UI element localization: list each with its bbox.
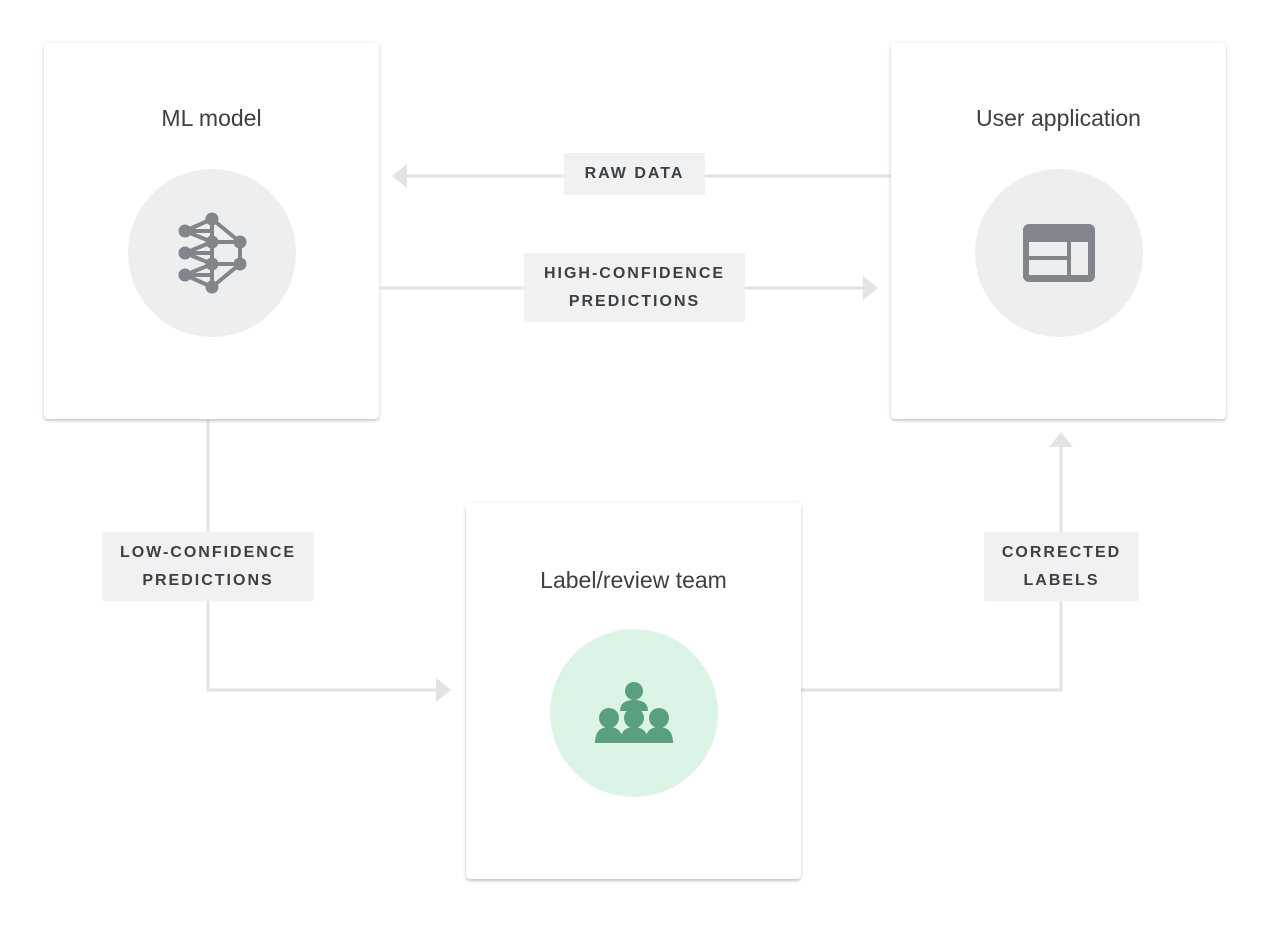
user-application-title: User application (976, 105, 1141, 131)
user-application-card: User application (891, 43, 1226, 419)
high-confidence-label: HIGH-CONFIDENCE PREDICTIONS (524, 253, 745, 322)
corrected-labels-arrowhead (1049, 432, 1073, 447)
high-confidence-label-line-1: HIGH-CONFIDENCE (543, 264, 726, 282)
corrected-labels-connector (801, 445, 1063, 692)
raw-data-label: RAW DATA (564, 153, 705, 195)
app-window-icon (1023, 224, 1095, 282)
corrected-labels-label: CORRECTED LABELS (984, 532, 1139, 601)
ml-model-icon-circle (128, 169, 296, 337)
low-confidence-label-line-1: LOW-CONFIDENCE (119, 543, 297, 561)
ml-model-title: ML model (161, 105, 262, 131)
low-confidence-arrowhead (436, 678, 451, 702)
high-confidence-arrowhead (863, 276, 878, 300)
low-confidence-label: LOW-CONFIDENCE PREDICTIONS (102, 532, 314, 601)
review-team-icon-circle (550, 629, 718, 797)
high-confidence-label-line-2: PREDICTIONS (568, 292, 701, 310)
user-application-icon-circle (975, 169, 1143, 337)
raw-data-arrowhead (392, 164, 407, 188)
low-confidence-connector (206, 420, 438, 692)
raw-data-label-line-1: RAW DATA (584, 165, 685, 182)
low-confidence-label-line-2: PREDICTIONS (142, 571, 274, 589)
people-group-icon (595, 682, 673, 743)
neural-network-icon (178, 212, 247, 294)
review-team-card: Label/review team (466, 503, 801, 879)
corrected-labels-label-line-2: LABELS (1023, 571, 1100, 589)
ml-model-card: ML model (44, 43, 379, 419)
corrected-labels-label-line-1: CORRECTED (1001, 543, 1122, 561)
review-team-title: Label/review team (540, 567, 727, 593)
